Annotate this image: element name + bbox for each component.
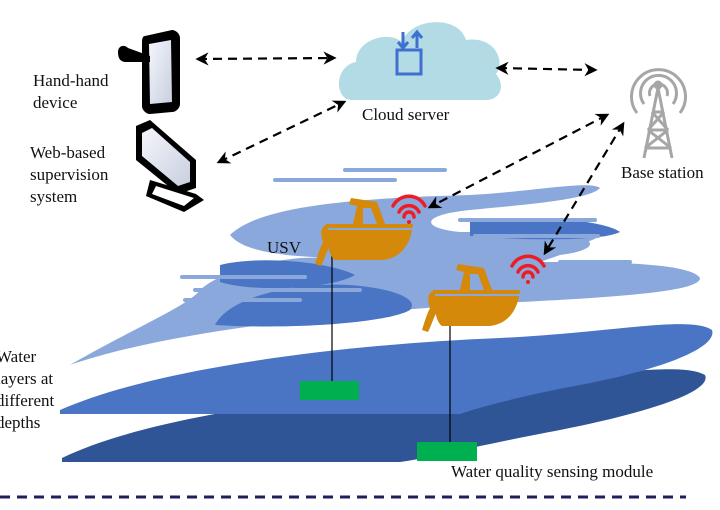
label-web-system: Web-based supervision system (30, 143, 109, 206)
tablet-in-hand-icon (118, 30, 180, 114)
boat-icon (422, 264, 520, 332)
handheld-device[interactable] (118, 30, 180, 114)
water-layer-deep (62, 369, 706, 462)
sensor-module-2 (417, 442, 477, 461)
cloud-upload-download-icon (395, 29, 424, 76)
link-handheld-cloud (195, 51, 337, 66)
sensor-2 (417, 315, 477, 461)
boat-icon (315, 198, 413, 266)
label-usv: USV (267, 238, 302, 257)
label-sensing-module: Water quality sensing module (451, 462, 654, 481)
base-station[interactable] (630, 68, 687, 159)
sensor-1 (300, 246, 359, 400)
wifi-signal-icon (510, 254, 546, 284)
communication-links (195, 51, 625, 256)
usv-boat-1[interactable] (315, 194, 427, 266)
label-base-station: Base station (621, 163, 704, 182)
web-supervision-system[interactable] (136, 120, 204, 212)
river-band-dark-left (215, 284, 412, 327)
river-band-dark-left-2 (220, 260, 355, 289)
link-web-cloud (216, 100, 347, 164)
water-layer-middle (60, 324, 713, 414)
label-water-layers: Water layers at different depths (0, 347, 55, 432)
link-cloud-base (495, 61, 598, 77)
radio-tower-icon (630, 68, 687, 159)
sensor-module-1 (300, 381, 359, 400)
water-layers (60, 168, 713, 462)
link-base-usv2 (543, 121, 625, 256)
label-handheld-device: Hand-hand device (33, 71, 109, 112)
desktop-monitor-icon (136, 120, 204, 212)
label-cloud-server: Cloud server (362, 105, 450, 124)
wifi-signal-icon (391, 194, 427, 224)
usv-boat-2[interactable] (422, 254, 546, 332)
cloud-server[interactable] (338, 22, 501, 100)
